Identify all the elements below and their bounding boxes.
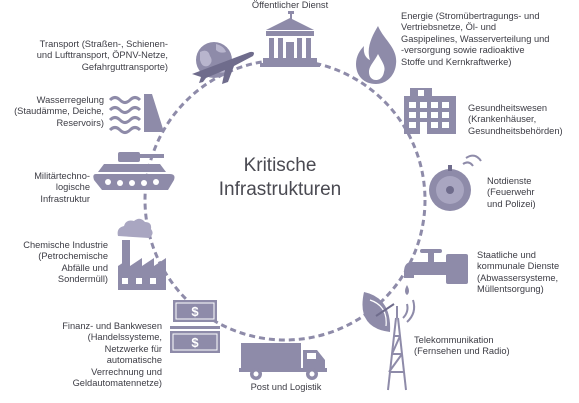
alarm-bell-icon: [429, 154, 482, 211]
water-tap-icon: [404, 249, 468, 295]
globe-airplane-icon: [192, 42, 254, 84]
label-municipal: Staatliche und kommunale Dienste (Abwass…: [477, 250, 560, 295]
dam-icon: [108, 94, 164, 134]
label-military: Militärtechno- logische Infrastruktur: [34, 171, 90, 204]
label-water: Wasserregelung (Staudämme, Deiche, Reser…: [14, 95, 104, 128]
antenna-tower-icon: [362, 292, 416, 391]
label-energy: Energie (Stromübertragungs- und Vertrieb…: [401, 11, 550, 67]
hospital-building-icon: [404, 88, 456, 134]
label-chemical: Chemische Industrie (Petrochemische Abfä…: [23, 240, 108, 285]
government-building-icon: [260, 11, 320, 67]
svg-text:$: $: [191, 335, 199, 350]
truck-icon: [239, 343, 327, 380]
tank-icon: [93, 152, 175, 190]
factory-icon: [117, 218, 166, 290]
flame-icon: [356, 26, 397, 84]
label-health: Gesundheitswesen (Krankenhäuser, Gesundh…: [468, 103, 563, 136]
ring-circle: [143, 58, 427, 342]
label-post: Post und Logistik: [250, 382, 322, 392]
label-public-service: Öffentlicher Dienst: [251, 0, 329, 10]
label-telecom: Telekommunikation (Fernsehen und Radio): [414, 335, 510, 357]
banknotes-icon: $ $: [170, 300, 220, 353]
label-finance: Finanz- und Bankwesen (Handelssysteme, N…: [62, 321, 162, 389]
diagram-title: Kritische Infrastrukturen: [218, 155, 342, 200]
label-emergency: Notdienste (Feuerwehr und Polizei): [487, 176, 536, 209]
svg-text:$: $: [191, 304, 199, 319]
label-transport: Transport (Straßen-, Schienen- und Luftt…: [36, 39, 168, 72]
